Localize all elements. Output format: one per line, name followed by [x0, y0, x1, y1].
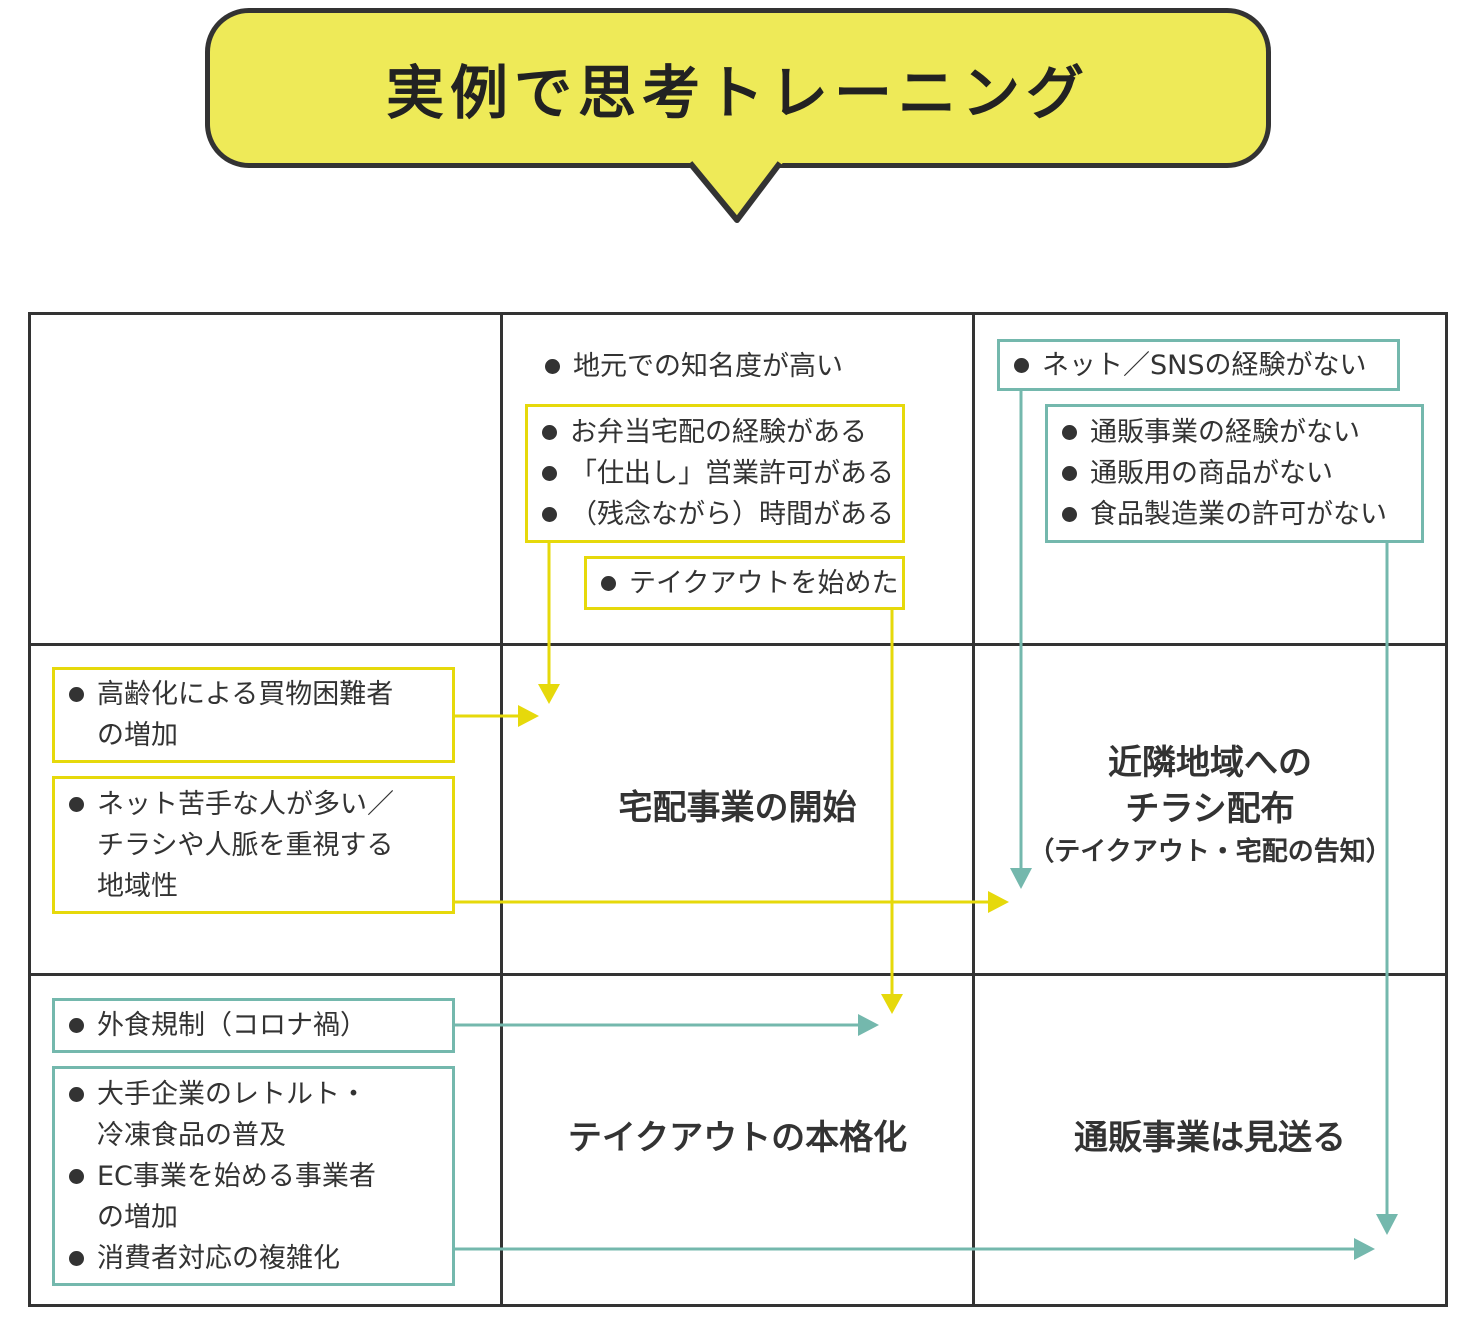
list-item: の増加	[97, 1201, 178, 1233]
arrowhead	[988, 891, 1009, 913]
result-delivery: 宅配事業の開始	[618, 788, 857, 828]
list-item: 地元での知名度が高い	[545, 346, 885, 387]
weaknesses-box: 通販事業の経験がない 通販用の商品がない 食品製造業の許可がない	[1045, 404, 1424, 543]
list-item: ネット苦手な人が多い／	[69, 784, 452, 825]
grid-row2	[28, 973, 1448, 976]
title-bubble: 実例で思考トレーニング	[205, 8, 1271, 168]
bullet-icon	[69, 1168, 84, 1184]
arrowhead	[858, 1014, 879, 1036]
list-item: ネット／SNSの経験がない	[1014, 345, 1397, 386]
list-item: 外食規制（コロナ禍）	[69, 1005, 452, 1046]
grid-bottom	[28, 1304, 1448, 1307]
elderly-box: 高齢化による買物困難者 の増加	[52, 667, 455, 763]
bullet-icon	[542, 425, 557, 440]
arrowhead	[881, 994, 903, 1014]
list-item: 地域性	[97, 870, 178, 902]
arrowhead	[538, 684, 560, 704]
grid-top	[28, 312, 1448, 315]
net-sns-box: ネット／SNSの経験がない	[997, 339, 1400, 391]
local-fame-item-box: 地元での知名度が高い	[528, 343, 888, 389]
list-item: 通販用の商品がない	[1062, 453, 1421, 494]
competition-box: 大手企業のレトルト・ 冷凍食品の普及 EC事業を始める事業者 の増加 消費者対応…	[52, 1066, 455, 1286]
list-item: の増加	[97, 720, 178, 751]
bullet-icon	[1062, 507, 1077, 522]
bullet-icon	[69, 687, 84, 702]
yellow-arrowheads	[518, 684, 1009, 1014]
arrowhead	[518, 705, 539, 727]
list-item: 高齢化による買物困難者	[69, 674, 452, 715]
grid-row1	[28, 643, 1448, 646]
list-item: 冷凍食品の普及	[97, 1119, 286, 1151]
bullet-icon	[545, 358, 560, 374]
list-item: 大手企業のレトルト・	[69, 1074, 452, 1115]
bullet-icon	[69, 1086, 84, 1102]
restriction-box: 外食規制（コロナ禍）	[52, 998, 455, 1053]
result-takeout-full: テイクアウトの本格化	[567, 1118, 908, 1158]
bullet-icon	[1014, 357, 1029, 373]
list-item: EC事業を始める事業者	[69, 1156, 452, 1197]
list-item: 「仕出し」営業許可がある	[542, 453, 902, 494]
takeout-started-box: テイクアウトを始めた	[584, 556, 905, 610]
local-nature-box: ネット苦手な人が多い／ チラシや人脈を重視する 地域性	[52, 776, 455, 914]
list-item: チラシや人脈を重視する	[97, 829, 394, 861]
bubble-tail	[690, 160, 785, 223]
bullet-icon	[601, 575, 616, 591]
list-item: テイクアウトを始めた	[601, 563, 902, 604]
arrowhead	[1376, 1214, 1398, 1235]
yellow-arrows	[455, 542, 990, 1000]
bullet-icon	[69, 1018, 84, 1033]
strengths-box: お弁当宅配の経験がある 「仕出し」営業許可がある （残念ながら）時間がある	[525, 404, 905, 543]
result-flyer: 近隣地域への チラシ配布 （テイクアウト・宅配の告知）	[1028, 743, 1392, 867]
list-item: お弁当宅配の経験がある	[542, 412, 902, 453]
teal-arrows	[455, 390, 1389, 1251]
grid-left	[28, 312, 31, 1307]
bullet-icon	[69, 1250, 84, 1266]
arrowhead	[1010, 868, 1032, 889]
grid-col2	[972, 312, 975, 1307]
arrowhead	[1354, 1238, 1375, 1260]
list-item: （残念ながら）時間がある	[542, 494, 902, 535]
bullet-icon	[1062, 466, 1077, 481]
result-mailorder: 通販事業は見送る	[1074, 1118, 1346, 1158]
grid-right	[1445, 312, 1448, 1307]
bullet-icon	[1062, 425, 1077, 440]
bullet-icon	[69, 796, 84, 812]
grid-col1	[500, 312, 503, 1307]
list-item: 食品製造業の許可がない	[1062, 494, 1421, 535]
bullet-icon	[542, 466, 557, 481]
list-item: 通販事業の経験がない	[1062, 412, 1421, 453]
page-title: 実例で思考トレーニング	[385, 59, 1090, 127]
list-item: 消費者対応の複雑化	[69, 1238, 452, 1279]
teal-arrowheads	[858, 868, 1398, 1260]
bullet-icon	[542, 507, 557, 522]
